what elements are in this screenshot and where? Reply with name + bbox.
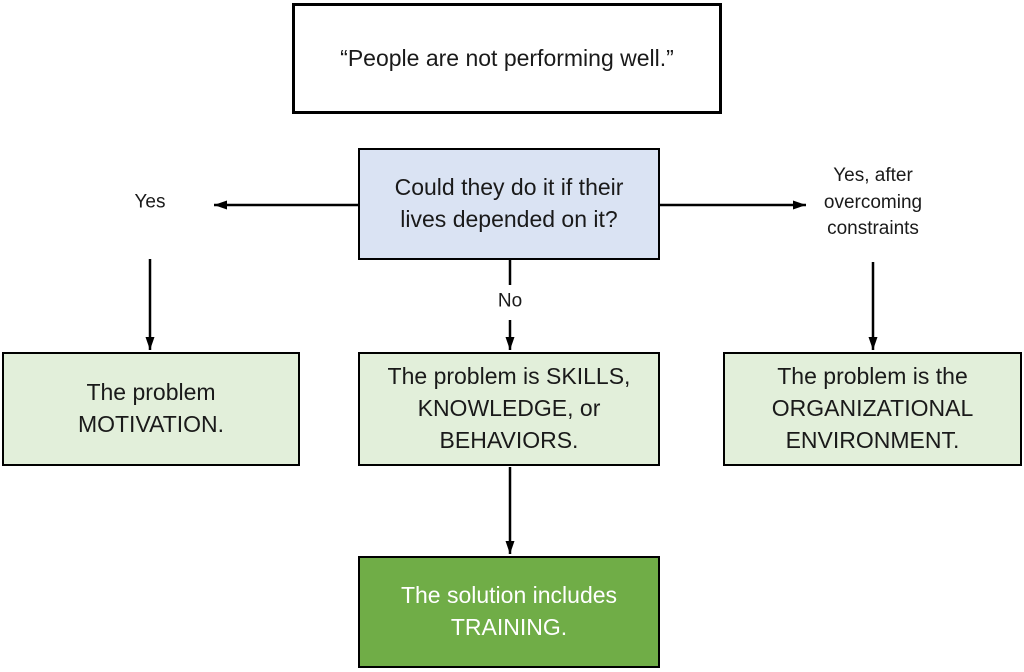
question-box: Could they do it if their lives depended… <box>358 148 660 260</box>
outcome-skills-text: The problem is SKILLS, KNOWLEDGE, or BEH… <box>387 363 631 453</box>
outcome-box-motivation: The problem MOTIVATION. <box>2 352 300 466</box>
branch-label-no: No <box>497 290 523 312</box>
solution-text: The solution includes TRAINING. <box>400 582 618 640</box>
statement-box: “People are not performing well.” <box>292 3 722 114</box>
outcome-motivation-text: The problem MOTIVATION. <box>77 379 225 437</box>
outcome-box-skills-knowledge-behaviors: The problem is SKILLS, KNOWLEDGE, or BEH… <box>358 352 660 466</box>
statement-text: “People are not performing well.” <box>340 44 674 71</box>
branch-label-yes-after-overcoming-constraints: Yes, after overcoming constraints <box>823 165 923 240</box>
branch-label-yes: Yes <box>134 191 166 213</box>
solution-box-training: The solution includes TRAINING. <box>358 556 660 668</box>
outcome-box-organizational-environment: The problem is the ORGANIZATIONAL ENVIRO… <box>723 352 1022 466</box>
outcome-environment-text: The problem is the ORGANIZATIONAL ENVIRO… <box>771 363 974 453</box>
question-text: Could they do it if their lives depended… <box>394 174 624 232</box>
